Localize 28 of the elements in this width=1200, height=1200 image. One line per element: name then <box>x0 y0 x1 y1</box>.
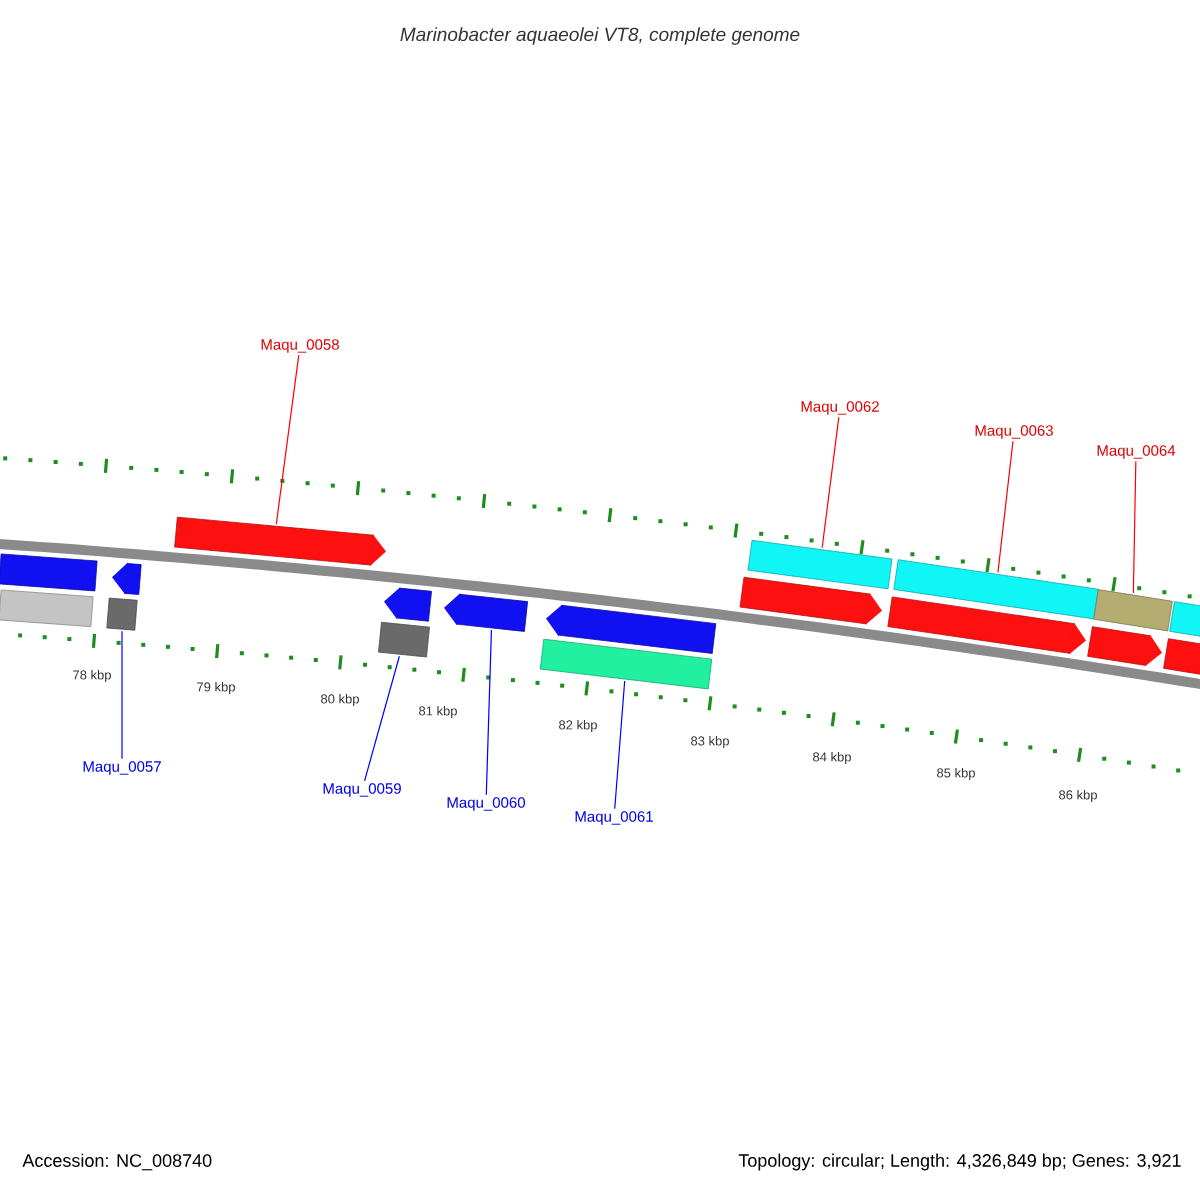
gene-feature <box>539 638 713 690</box>
gene-feature <box>1093 589 1173 632</box>
gene-feature <box>106 597 138 631</box>
gene-feature <box>1169 601 1200 641</box>
gene-feature <box>887 596 1086 655</box>
genome-info-text: Topology: circular; Length: 4,326,849 bp; Genes: 3,921 <box>738 1153 1181 1171</box>
gene-feature <box>0 553 98 592</box>
leader-line <box>614 680 626 810</box>
leader-line <box>821 416 840 549</box>
gene-feature <box>112 562 142 595</box>
gene-feature <box>747 539 893 590</box>
leader-line <box>121 630 123 760</box>
leader-line <box>363 655 400 782</box>
title: Marinobacter aquaeolei VT8, complete genome <box>400 27 800 45</box>
gene-feature <box>1087 626 1162 667</box>
gene-feature <box>739 576 882 625</box>
gene-feature <box>444 593 528 632</box>
leader-line <box>997 440 1014 573</box>
gene-feature <box>378 621 430 658</box>
accession-text: Accession: NC_008740 <box>22 1153 212 1171</box>
gene-feature <box>384 587 432 622</box>
gene-feature <box>0 589 94 628</box>
gene-feature <box>546 604 717 654</box>
leader-line <box>275 354 300 525</box>
gene-feature <box>893 559 1099 620</box>
gene-feature <box>174 516 386 566</box>
leader-line <box>485 629 493 796</box>
leader-line <box>1132 460 1137 594</box>
